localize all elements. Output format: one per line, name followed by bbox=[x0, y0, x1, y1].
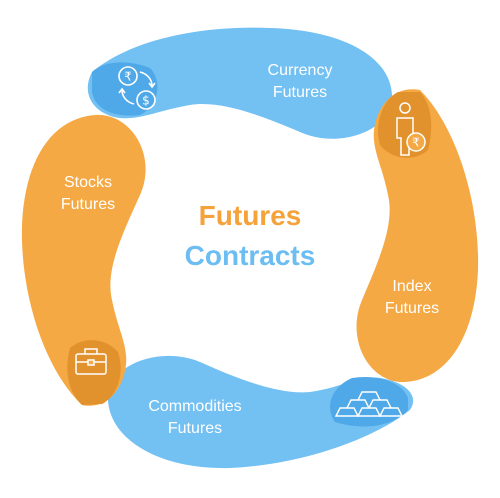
label-commodities-futures: Commodities Futures bbox=[120, 396, 270, 440]
label-commodities-line1: Commodities bbox=[148, 398, 242, 415]
label-index-futures: Index Futures bbox=[352, 276, 472, 320]
petal-index-shape bbox=[356, 89, 479, 383]
label-commodities-line2: Futures bbox=[167, 420, 223, 437]
petal-stocks-shape bbox=[21, 114, 146, 406]
petal-stocks-tip bbox=[67, 340, 121, 405]
label-stocks-line1: Stocks bbox=[63, 174, 112, 191]
label-currency-line1: Currency bbox=[267, 62, 333, 79]
person-rupee-icon bbox=[396, 102, 426, 156]
petal-currency-tip bbox=[92, 62, 158, 116]
label-stocks-line2: Futures bbox=[60, 196, 116, 213]
label-index-line1: Index bbox=[392, 278, 432, 295]
currency-exchange-icon bbox=[118, 66, 156, 110]
gold-bars-icon bbox=[334, 391, 404, 417]
label-index-line2: Futures bbox=[384, 300, 440, 317]
label-currency-futures: Currency Futures bbox=[240, 60, 360, 104]
petal-commodities-shape bbox=[107, 355, 414, 469]
petal-currency bbox=[87, 27, 393, 139]
petal-stocks bbox=[21, 114, 146, 406]
petal-commodities bbox=[107, 355, 414, 469]
dollar-glyph: $ bbox=[142, 94, 150, 108]
rupee-glyph: ₹ bbox=[124, 70, 132, 84]
rupee-coin-glyph: ₹ bbox=[412, 136, 420, 150]
label-currency-line2: Futures bbox=[272, 84, 328, 101]
center-title-line2: Contracts bbox=[184, 240, 316, 271]
petal-commodities-tip bbox=[330, 376, 408, 427]
center-title-line1: Futures bbox=[198, 200, 302, 231]
briefcase-icon bbox=[75, 348, 107, 375]
label-stocks-futures: Stocks Futures bbox=[28, 172, 148, 216]
petal-currency-shape bbox=[87, 27, 393, 139]
